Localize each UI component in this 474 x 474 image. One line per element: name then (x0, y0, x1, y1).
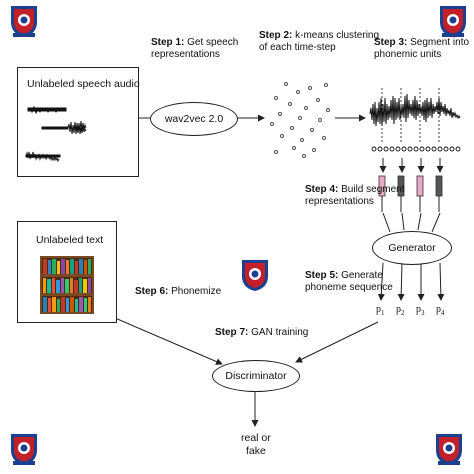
phoneme-token: p4 (436, 304, 445, 317)
output-line-2: fake (245, 445, 266, 457)
university-crest-icon (242, 260, 268, 291)
bookshelf-icon (40, 256, 94, 314)
text-box: Unlabeled text (17, 221, 117, 323)
discriminator-label: Discriminator (225, 370, 287, 382)
speech-audio-box: Unlabeled speech audio (17, 67, 140, 177)
waveform-icon (25, 105, 87, 163)
output-line-1: real or (241, 432, 271, 444)
scatter-dots-icon (270, 82, 330, 158)
segmented-waveform-icon (369, 88, 461, 152)
text-box-title: Unlabeled text (36, 234, 104, 246)
step-6-label: Step 6: Phonemize (135, 286, 222, 297)
generator-node: Generator (372, 231, 452, 265)
phoneme-token: p2 (396, 304, 405, 317)
university-crest-icon (440, 6, 466, 37)
output-label: real or fake (241, 432, 271, 458)
step-7-label: Step 7: GAN training (215, 327, 309, 338)
generator-label: Generator (388, 242, 436, 254)
speech-audio-title: Unlabeled speech audio (27, 78, 140, 90)
segment-representations (378, 175, 443, 212)
phoneme-token: p3 (416, 304, 425, 317)
wav2vec-node: wav2vec 2.0 (150, 102, 238, 136)
university-crest-icon (11, 6, 37, 37)
wav2vec-label: wav2vec 2.0 (164, 113, 224, 125)
phoneme-token: p1 (376, 304, 385, 317)
university-crest-icon (11, 434, 37, 465)
university-crest-icon (436, 434, 462, 465)
discriminator-node: Discriminator (212, 360, 300, 392)
